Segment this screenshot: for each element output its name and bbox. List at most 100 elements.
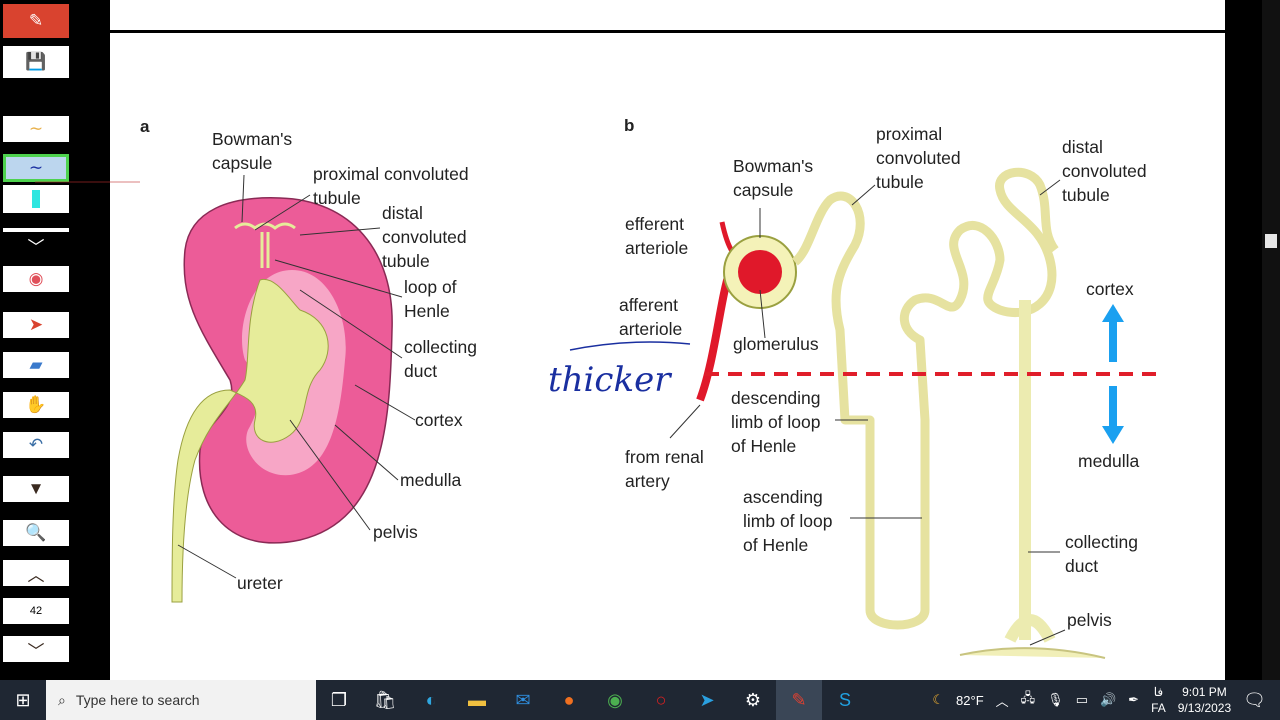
magnifier-icon: 🔍	[25, 523, 47, 542]
scrollbar[interactable]	[1262, 0, 1280, 680]
battery-icon[interactable]: ▭	[1075, 692, 1088, 707]
telegram-app[interactable]: ➤	[684, 680, 730, 720]
label-afferent: afferent arteriole	[619, 295, 683, 339]
opera-app[interactable]: ○	[638, 680, 684, 720]
pointer-button[interactable]: ➤	[3, 312, 69, 338]
edge-app[interactable]: ◐	[408, 680, 454, 720]
eraser-button[interactable]: ▰	[3, 352, 69, 378]
label-pelvis-b: pelvis	[1067, 610, 1112, 630]
label-bowmans-b: Bowman's capsule	[733, 156, 814, 200]
notification-icon[interactable]: 🗨	[1243, 689, 1266, 710]
record-icon: ◉	[28, 269, 44, 288]
label-dct-b: distal convoluted tubule	[1062, 137, 1147, 205]
page-down-button[interactable]: ﹀	[3, 636, 69, 662]
language-script: فا	[1153, 685, 1164, 699]
language-indicator[interactable]: فا FA	[1151, 684, 1166, 716]
chrome-icon: ◉	[607, 689, 623, 710]
microphone-icon[interactable]: 🎙	[1047, 692, 1064, 707]
volume-icon[interactable]: 🔊	[1099, 692, 1117, 707]
undo-button[interactable]: ↶	[3, 432, 69, 458]
task-view-button[interactable]: ❐	[316, 680, 362, 720]
language-code: FA	[1151, 701, 1166, 715]
page-top-border	[110, 30, 1225, 33]
windows-icon: ⊞	[15, 689, 31, 710]
squiggle-icon: ∼	[28, 158, 44, 177]
pen-blue-button[interactable]: ∼	[3, 154, 69, 182]
floppy-icon: 💾	[25, 52, 47, 71]
label-renal-artery: from renal artery	[625, 447, 704, 491]
diagram-graphics	[35, 167, 1160, 659]
search-placeholder: Type here to search	[75, 692, 200, 708]
divider	[3, 228, 69, 232]
scrollbar-thumb[interactable]	[1265, 234, 1277, 248]
label-pct-a: proximal convoluted tubule	[313, 164, 469, 208]
annotation-toolbar: ✎ 💾 ∼ ∼ ﹀ ◉ ➤ ▰ ✋ ↶ ▼ 🔍 ︿ 42 ﹀	[0, 0, 110, 680]
task-view-icon: ❐	[330, 689, 348, 710]
weather-icon: ☾	[932, 692, 945, 707]
app-logo-button[interactable]: ✎	[3, 4, 69, 38]
annotation-app[interactable]: ✎	[776, 680, 822, 720]
highlighter-cyan-button[interactable]	[3, 185, 69, 213]
undo-icon: ↶	[28, 435, 44, 454]
taskbar: ⊞ ⌕ Type here to search ❐ 🛍 ◐ ▬ ✉ ● ◉ ○ ➤…	[0, 680, 1280, 720]
diagram-a-label: a	[140, 117, 150, 136]
label-dct-a: distal convoluted tubule	[382, 203, 467, 271]
zoom-button[interactable]: 🔍	[3, 520, 69, 546]
tray-chevron-icon[interactable]: ︿	[995, 693, 1009, 709]
clock[interactable]: 9:01 PM 9/13/2023	[1178, 684, 1231, 716]
hand-button[interactable]: ✋	[3, 392, 69, 418]
gear-icon: ⚙	[744, 689, 762, 710]
label-cortex-b: cortex	[1086, 279, 1134, 299]
menu-dropdown-button[interactable]: ▼	[3, 476, 69, 502]
chrome-app[interactable]: ◉	[592, 680, 638, 720]
firefox-app[interactable]: ●	[546, 680, 592, 720]
search-box[interactable]: ⌕ Type here to search	[46, 680, 316, 720]
label-cortex-a: cortex	[415, 410, 463, 430]
chevron-down-icon: ﹀	[27, 237, 45, 257]
skype-app[interactable]: S	[822, 680, 868, 720]
label-ascending: ascending limb of loop of Henle	[743, 487, 833, 555]
handwritten-annotation: thicker	[548, 360, 671, 400]
clock-time: 9:01 PM	[1182, 685, 1227, 699]
save-button[interactable]: 💾	[3, 46, 69, 78]
edge-icon: ◐	[425, 689, 437, 710]
store-icon: 🛍	[373, 689, 397, 710]
network-icon[interactable]: 🖧	[1020, 690, 1036, 705]
label-medulla-a: medulla	[400, 470, 462, 490]
highlighter-yellow-button[interactable]: ∼	[3, 116, 69, 142]
page-number: 42	[3, 598, 69, 624]
cursor-arrow-icon: ➤	[28, 315, 44, 334]
system-tray: ☾ 82°F ︿ 🖧 🎙 ▭ 🔊 ✒ فا FA 9:01 PM 9/13/2023…	[932, 684, 1280, 716]
pen-icon[interactable]: ✒	[1128, 692, 1140, 707]
start-button[interactable]: ⊞	[0, 680, 46, 720]
label-descending: descending limb of loop of Henle	[731, 388, 821, 456]
chevron-up-icon: ︿	[27, 565, 45, 585]
label-collecting-a: collecting duct	[404, 337, 477, 381]
handwritten-stroke	[569, 341, 691, 351]
label-efferent: efferent arteriole	[625, 214, 689, 258]
mail-icon: ✉	[515, 689, 531, 710]
mail-app[interactable]: ✉	[500, 680, 546, 720]
collapse-button[interactable]: ﹀	[3, 238, 69, 257]
folder-icon: ▬	[468, 689, 486, 710]
weather-temp[interactable]: 82°F	[956, 692, 984, 708]
label-pelvis-a: pelvis	[373, 522, 418, 542]
store-app[interactable]: 🛍	[362, 680, 408, 720]
settings-app[interactable]: ⚙	[730, 680, 776, 720]
marker-icon	[32, 190, 40, 208]
clock-date: 9/13/2023	[1177, 701, 1232, 715]
label-glomerulus: glomerulus	[733, 334, 819, 354]
kidney-illustration	[171, 174, 416, 603]
label-loop-a: loop of Henle	[404, 277, 457, 321]
caret-down-icon: ▼	[27, 479, 45, 498]
page-up-button[interactable]: ︿	[3, 560, 69, 586]
label-pct-b: proximal convoluted tubule	[876, 124, 961, 192]
label-bowmans-a: Bowman's capsule	[212, 129, 293, 173]
explorer-app[interactable]: ▬	[454, 680, 500, 720]
squiggle-icon: ∼	[28, 119, 44, 138]
record-button[interactable]: ◉	[3, 266, 69, 292]
label-ureter-a: ureter	[237, 573, 283, 593]
label-collecting-b: collecting duct	[1065, 532, 1138, 576]
hand-icon: ✋	[25, 395, 47, 414]
search-icon: ⌕	[58, 691, 66, 708]
